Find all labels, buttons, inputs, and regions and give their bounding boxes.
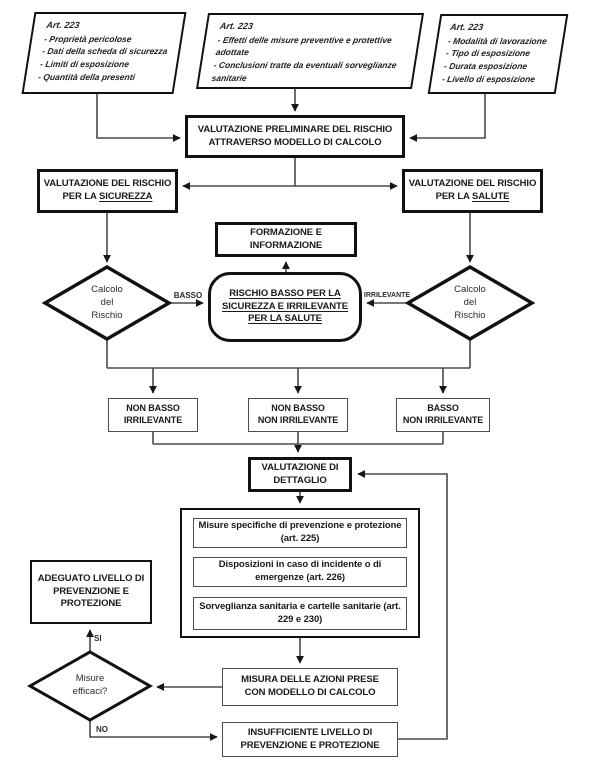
node-label-line: ATTRAVERSO MODELLO DI CALCOLO [208,136,382,148]
node-label-line: NON IRRILEVANTE [402,415,484,425]
input-3-item: - Livello di esposizione [441,73,536,84]
node-valutazione-rischio-sicurezza: VALUTAZIONE DEL RISCHIO PER LA SICUREZZA [37,169,178,213]
node-label-line: PER LA SALUTE [248,313,322,325]
edge-label-no: NO [96,725,108,734]
edge-no [89,720,218,741]
node-misure-specifiche: Misure specifiche di prevenzione e prote… [193,518,407,548]
edge-input3-to-preliminare [409,94,486,142]
node-label-line: ADEGUATO LIVELLO DI [37,573,145,585]
input-1-content: Art. 223 - Proprietà pericolose - Dati d… [25,14,185,88]
decision-label-line: del [463,296,477,308]
decision-text-calcolo-right: Calcolo del Rischio [435,284,505,322]
node-label-line: PROTEZIONE [60,598,122,610]
label-prefix: PER LA [435,191,473,202]
node-label-line: NON BASSO [126,403,180,414]
node-label-line: NON IRRILEVANTE [257,415,339,425]
node-label-line: INFORMAZIONE [249,239,323,251]
input-parallelogram-2: Art. 223 - Effetti delle misure preventi… [195,13,425,89]
decision-label-line: Misure [75,673,105,684]
node-label-line: SICUREZZA E IRRILEVANTE [222,300,348,312]
node-adeguato-livello: ADEGUATO LIVELLO DI PREVENZIONE E PROTEZ… [30,560,152,624]
node-label-line: IRRILEVANTE [123,415,183,425]
node-misura-azioni-prese: MISURA DELLE AZIONI PRESE CON MODELLO DI… [222,668,398,706]
label-prefix: PER LA [62,191,99,202]
node-label-line: CON MODELLO DI CALCOLO [244,687,376,698]
decision-label-line: Rischio [454,309,486,321]
input-parallelogram-3: Art. 223 - Modalità di lavorazione - Tip… [427,14,569,94]
input-3-content: Art. 223 - Modalità di lavorazione - Tip… [430,16,566,90]
decision-calcolo-rischio-salute [404,265,536,341]
decision-label-line: del [100,296,114,308]
input-1-item: - Proprietà pericolose [43,33,133,44]
input-2-content: Art. 223 - Effetti delle misure preventi… [198,15,422,89]
decision-label-line: Rischio [91,309,123,321]
node-label-line: PREVENZIONE E [53,585,129,597]
input-1-title: Art. 223 [45,20,81,30]
node-non-basso-irrilevante: NON BASSO IRRILEVANTE [108,398,198,432]
node-label-line: PREVENZIONE E PROTEZIONE [240,739,380,751]
node-valutazione-preliminare: VALUTAZIONE PRELIMINARE DEL RISCHIO ATTR… [185,115,405,158]
input-1-item: - Quantità della presenti [37,71,136,82]
decision-label-line: Calcolo [454,284,486,295]
node-label-line: DETTAGLIO [273,474,327,486]
edge-input1-to-preliminare [96,94,181,142]
edge-label-si: SI [94,634,102,643]
decision-text-calcolo-left: Calcolo del Rischio [72,284,142,322]
node-label-line: RISCHIO BASSO PER LA [229,288,341,300]
decision-label-line: efficaci? [72,685,108,697]
label-underlined: SICUREZZA [98,191,153,202]
node-insufficiente-livello: INSUFFICIENTE LIVELLO DI PREVENZIONE E P… [222,722,398,757]
decision-label-line: Calcolo [91,284,123,295]
input-3-item: - Durata esposizione [443,61,529,71]
node-label-line: INSUFFICIENTE LIVELLO DI [247,726,373,738]
input-1-item: - Dati della scheda di sicurezza [41,46,169,57]
input-1-item: - Limiti di esposizione [39,59,130,69]
input-3-item: - Tipo di esposizione [445,48,531,59]
decision-misure-efficaci [26,650,154,722]
node-basso-non-irrilevante: BASSO NON IRRILEVANTE [396,398,490,432]
node-label-line: VALUTAZIONE PRELIMINARE DEL RISCHIO [197,123,393,135]
node-label-line: VALUTAZIONE DI [261,461,339,473]
node-rischio-basso-irrilevante: RISCHIO BASSO PER LA SICUREZZA E IRRILEV… [208,272,362,342]
group-misure-container [180,508,420,638]
node-label-line: MISURA DELLE AZIONI PRESE [241,674,379,686]
decision-calcolo-rischio-sicurezza [41,265,173,341]
node-label-line: PER LA SALUTE [436,191,510,204]
node-valutazione-dettaglio: VALUTAZIONE DI DETTAGLIO [248,457,352,492]
edge-label-basso: BASSO [173,291,203,300]
node-non-basso-non-irrilevante: NON BASSO NON IRRILEVANTE [248,398,348,432]
input-parallelogram-1: Art. 223 - Proprietà pericolose - Dati d… [21,12,187,94]
decision-text-misure-efficaci: Misure efficaci? [55,673,125,699]
node-valutazione-rischio-salute: VALUTAZIONE DEL RISCHIO PER LA SALUTE [402,169,543,213]
node-label-line: VALUTAZIONE DEL RISCHIO [408,178,537,190]
node-label-line: FORMAZIONE E [250,226,322,238]
input-2-title: Art. 223 [219,21,254,31]
label-underlined: SALUTE [472,191,510,202]
node-disposizioni-incidente: Disposizioni in caso di incidente o di e… [193,557,407,587]
edge-feedback-to-dettaglio [357,470,448,740]
edge-label-irrilevante: IRRILEVANTE [363,292,411,299]
node-label-line: NON BASSO [271,403,325,414]
node-label-line: PER LA SICUREZZA [63,191,153,204]
input-3-item: - Modalità di lavorazione [447,35,548,46]
node-label-line: VALUTAZIONE DEL RISCHIO [43,178,172,190]
input-3-title: Art. 223 [449,22,485,32]
input-2-item: - Conclusioni tratte da eventuali sorveg… [210,60,398,83]
node-formazione-informazione: FORMAZIONE E INFORMAZIONE [215,222,357,257]
node-sorveglianza-sanitaria: Sorveglianza sanitaria e cartelle sanita… [193,597,407,630]
input-2-item: - Effetti delle misure preventive e prot… [215,34,393,58]
node-label-line: BASSO [427,403,459,414]
